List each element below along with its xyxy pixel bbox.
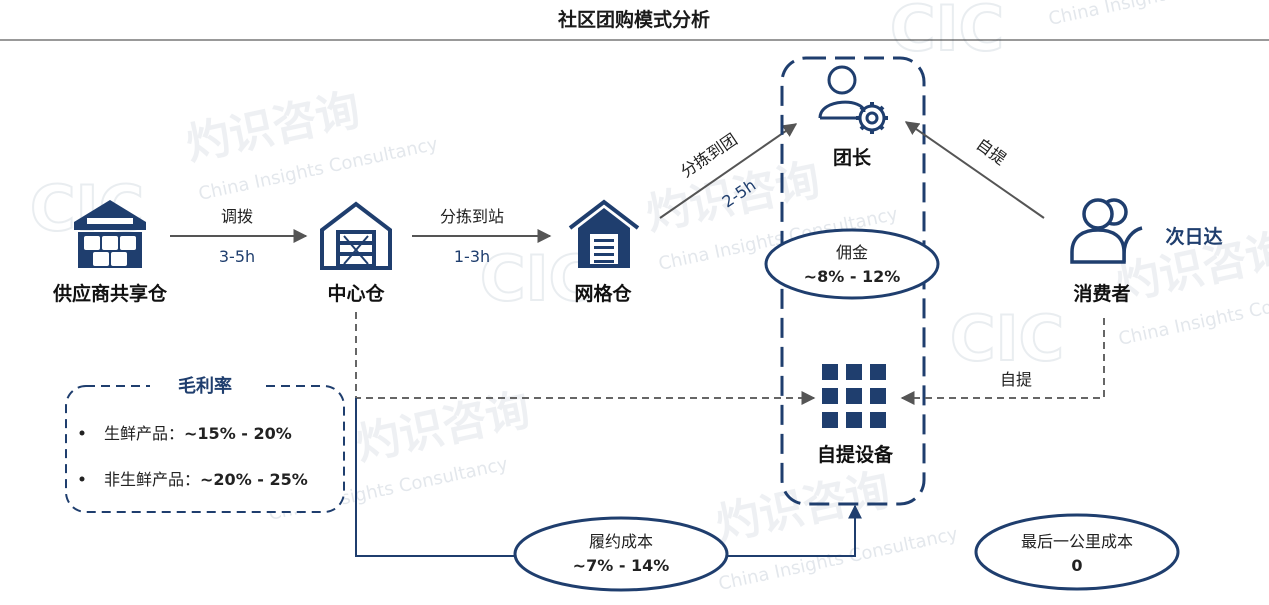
node-device: 自提设备 — [817, 443, 894, 466]
gross-margin-item-1: 生鲜产品：~15% - 20% — [104, 424, 292, 443]
edge-self-pickup-device: 自提 — [1000, 370, 1032, 389]
gross-margin-title-mask — [150, 374, 260, 398]
gross-margin-item-1-value: ~15% - 20% — [184, 424, 292, 443]
gross-margin-item-2: 非生鲜产品：~20% - 25% — [104, 470, 308, 489]
fulfillment-ellipse — [513, 516, 729, 592]
warehouse-door-icon — [320, 201, 392, 270]
arrow-consumer-device — [900, 318, 1105, 405]
edge-self-pickup-leader: 自提 — [973, 134, 1010, 168]
node-grid: 网格仓 — [574, 282, 632, 305]
watermark-en-6: China Insights Consultancy — [1047, 0, 1269, 30]
watermark-cn-4: 灼识咨询 — [712, 464, 895, 550]
watermark-logo-3: CIC — [950, 302, 1064, 375]
warehouse-icon — [74, 200, 146, 268]
leader-gear-icon — [818, 65, 888, 134]
node-center: 中心仓 — [327, 282, 385, 305]
node-leader: 团长 — [833, 147, 872, 169]
gross-margin-item-2-label: 非生鲜产品： — [104, 470, 200, 489]
watermark-logo-4: CIC — [890, 0, 1004, 65]
arrow-consumer-leader — [904, 121, 1045, 219]
bullet-1 — [79, 430, 85, 436]
gross-margin-item-1-label: 生鲜产品： — [104, 424, 184, 443]
arrow-center-device — [355, 312, 816, 405]
edge-transfer-time: 3-5h — [219, 247, 255, 266]
gross-margin-box — [65, 385, 345, 513]
page-title: 社区团购模式分析 — [557, 8, 710, 31]
last-mile-label: 最后一公里成本 — [1021, 532, 1133, 551]
node-supplier: 供应商共享仓 — [52, 282, 168, 305]
gross-margin-title: 毛利率 — [178, 375, 232, 397]
node-consumer: 消费者 — [1073, 282, 1130, 305]
edge-sort-station-time: 1-3h — [454, 247, 490, 266]
commission-ellipse — [764, 228, 940, 300]
gross-margin-item-2-value: ~20% - 25% — [200, 470, 308, 489]
next-day-label: 次日达 — [1165, 225, 1222, 248]
last-mile-value: 0 — [1071, 556, 1082, 575]
consumer-group-icon — [1070, 198, 1143, 264]
commission-value: ~8% - 12% — [804, 267, 901, 286]
last-mile-ellipse — [974, 513, 1180, 591]
bullet-2 — [79, 476, 85, 482]
arrow-grid-leader — [659, 123, 798, 219]
fulfillment-label: 履约成本 — [589, 532, 653, 551]
edge-transfer-label: 调拨 — [221, 207, 253, 226]
watermark-logo-2: CIC — [480, 242, 594, 315]
commission-label: 佣金 — [836, 243, 868, 262]
fulfillment-value: ~7% - 14% — [573, 556, 670, 575]
grid-device-icon — [822, 364, 886, 428]
edge-sort-station-label: 分拣到站 — [440, 207, 504, 226]
grid-warehouse-icon — [568, 199, 640, 268]
